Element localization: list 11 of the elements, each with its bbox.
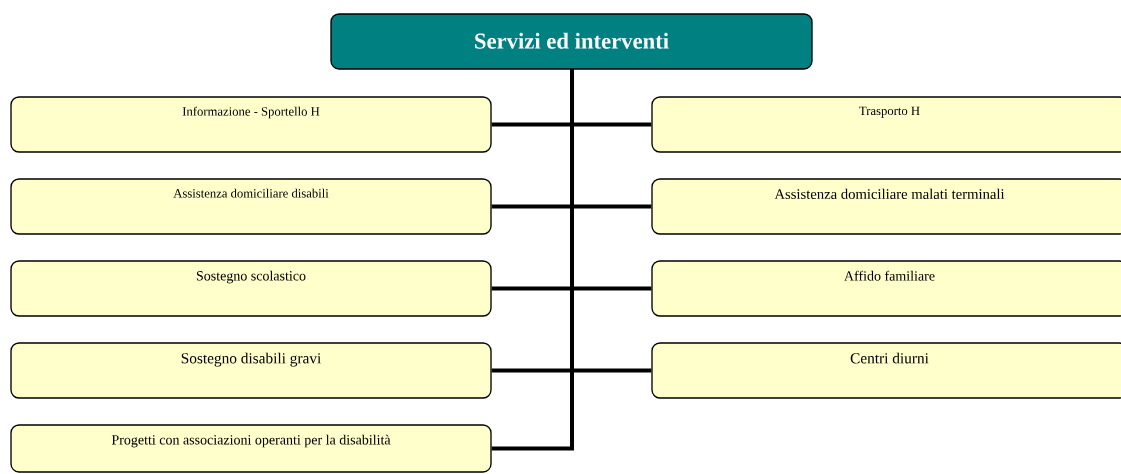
heading-box: Servizi ed interventi [330,13,813,70]
service-box: Sostegno disabili gravi [10,342,492,399]
service-box: Trasporto H [651,96,1121,153]
service-box: Centri diurni [651,342,1121,399]
service-box: Affido familiare [651,260,1121,317]
service-box: Informazione - Sportello H [10,96,492,153]
service-box: Assistenza domiciliare disabili [10,178,492,235]
connector [491,69,574,451]
service-box: Sostegno scolastico [10,260,492,317]
service-box: Assistenza domiciliare malati terminali [651,178,1121,235]
service-box: Progetti con associazioni operanti per la disabilità [10,424,492,473]
